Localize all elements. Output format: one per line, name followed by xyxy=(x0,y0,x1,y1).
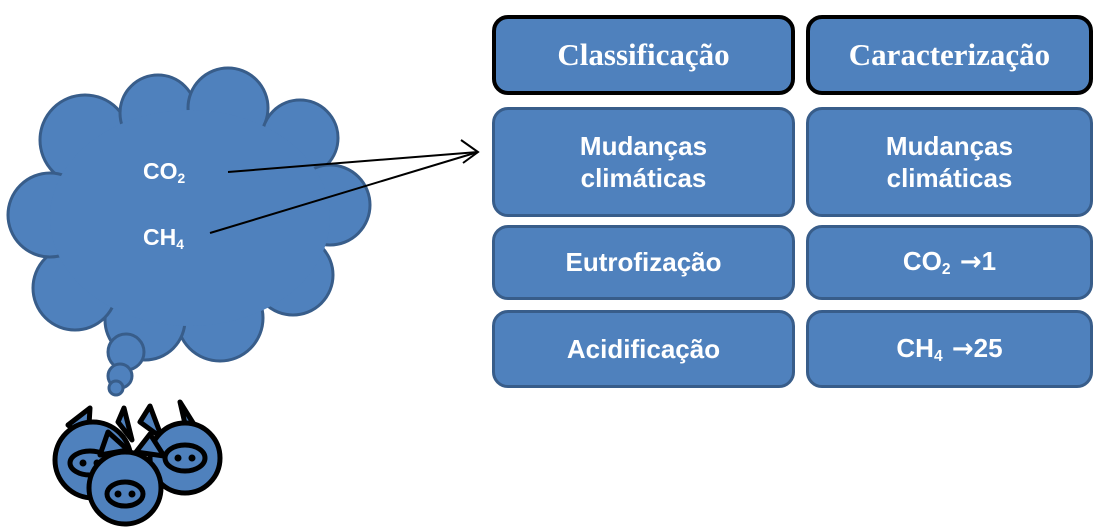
char-co2-factor-label: CO2 →1 xyxy=(903,245,996,279)
arrow-head xyxy=(460,139,480,164)
pig-icon xyxy=(86,429,167,527)
char-co2-subscript: 2 xyxy=(941,261,951,279)
header-classificacao-label: Classificação xyxy=(557,36,730,72)
cloud-gas-ch4: CH4 xyxy=(143,224,184,252)
class-eutrofizacao-label: Eutrofização xyxy=(565,247,722,278)
cloud-gas-ch4-subscript: 4 xyxy=(176,237,184,252)
thought-cloud-icon xyxy=(6,66,372,397)
class-mudancas-climaticas-label: Mudanças climáticas xyxy=(579,130,708,194)
header-caracterizacao-label: Caracterização xyxy=(848,36,1051,72)
char-mudancas-climaticas: Mudanças climáticas xyxy=(806,107,1093,217)
char-co2-value: 1 xyxy=(981,246,997,277)
ch4-arrow xyxy=(209,151,479,234)
pig-icon xyxy=(137,399,223,496)
char-ch4-base: CH xyxy=(896,332,934,363)
co2-arrow xyxy=(227,151,479,173)
char-ch4-factor-label: CH4 →25 xyxy=(896,332,1002,366)
class-acidificacao: Acidificação xyxy=(492,310,795,388)
class-eutrofizacao: Eutrofização xyxy=(492,225,795,300)
class-mudancas-climaticas: Mudanças climáticas xyxy=(492,107,795,217)
char-ch4-value: 25 xyxy=(973,332,1003,363)
cloud-gas-co2-base: CO xyxy=(143,158,178,184)
char-co2-base: CO xyxy=(902,246,942,277)
char-ch4-subscript: 4 xyxy=(933,347,943,365)
pig-herd-icon xyxy=(52,399,223,527)
cloud-gas-co2: CO2 xyxy=(143,158,185,186)
cloud-gas-co2-subscript: 2 xyxy=(177,171,186,186)
connector-arrows xyxy=(209,139,480,234)
char-ch4-factor: CH4 →25 xyxy=(806,310,1093,388)
right-arrow-icon: → xyxy=(951,333,974,364)
header-classificacao: Classificação xyxy=(492,15,795,95)
char-mudancas-climaticas-label: Mudanças climáticas xyxy=(885,130,1014,194)
right-arrow-icon: → xyxy=(959,247,982,278)
char-co2-factor: CO2 →1 xyxy=(806,225,1093,300)
class-acidificacao-label: Acidificação xyxy=(566,333,721,364)
header-caracterizacao: Caracterização xyxy=(806,15,1093,95)
cloud-gas-ch4-base: CH xyxy=(143,224,177,250)
